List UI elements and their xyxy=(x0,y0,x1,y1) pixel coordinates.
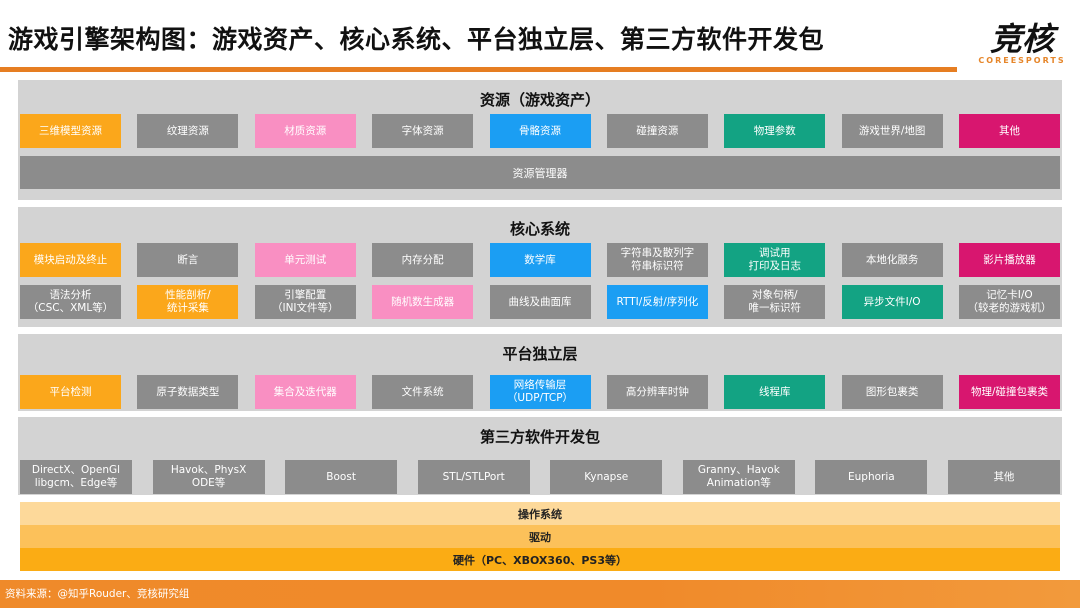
module-box: Boost xyxy=(285,460,398,494)
module-box: 引擎配置 （INI文件等） xyxy=(254,285,356,319)
module-box: 材质资源 xyxy=(254,114,356,148)
module-box: 性能剖析/ 统计采集 xyxy=(137,285,239,319)
core-row-2: 语法分析 （CSC、XML等） 性能剖析/ 统计采集引擎配置 （INI文件等） 随机… xyxy=(18,285,1062,319)
module-box: 原子数据类型 xyxy=(137,375,239,409)
core-title: 核心系统 xyxy=(509,220,570,238)
resources-row: 三维模型资源纹理资源材质资源字体资源骨骼资源碰撞资源物理参数游戏世界/地图其他 xyxy=(18,114,1062,148)
layer-driver: 驱动 xyxy=(20,525,1060,548)
module-box: 断言 xyxy=(137,243,239,277)
module-box: 字体资源 xyxy=(372,114,474,148)
module-box: RTTI/反射/序列化 xyxy=(606,285,708,319)
module-box: 数学库 xyxy=(489,243,591,277)
sdk-title: 第三方软件开发包 xyxy=(479,428,600,446)
source-footer: 资料来源：@知乎Rouder、竞核研究组 xyxy=(0,580,1080,608)
module-box: 平台检测 xyxy=(20,375,121,409)
logo: 竞核 COREESPORTS xyxy=(972,22,1072,65)
module-box: 线程库 xyxy=(724,375,826,409)
module-box: 物理参数 xyxy=(724,114,826,148)
module-box: 其他 xyxy=(947,460,1060,494)
module-box: 本地化服务 xyxy=(841,243,943,277)
module-box: 字符串及散列字 符串标识符 xyxy=(606,243,708,277)
platform-panel: 平台独立层 平台检测原子数据类型集合及迭代器文件系统网络传输层 （UDP/TCP… xyxy=(18,334,1062,411)
module-box: Granny、Havok Animation等 xyxy=(682,460,795,494)
module-box: 物理/碰撞包裹类 xyxy=(959,375,1060,409)
module-box: Euphoria xyxy=(815,460,928,494)
platform-row: 平台检测原子数据类型集合及迭代器文件系统网络传输层 （UDP/TCP） 高分辨率时… xyxy=(18,375,1062,409)
module-box: 对象句柄/ 唯一标识符 xyxy=(724,285,826,319)
module-box: 游戏世界/地图 xyxy=(841,114,943,148)
module-box: 模块启动及终止 xyxy=(20,243,121,277)
module-box: 网络传输层 （UDP/TCP） xyxy=(489,375,591,409)
layer-hardware: 硬件（PC、XBOX360、PS3等） xyxy=(20,548,1060,571)
sdk-panel: 第三方软件开发包 DirectX、OpenGl libgcm、Edge等 Havo… xyxy=(18,417,1062,495)
layer-os: 操作系统 xyxy=(20,502,1060,525)
module-box: 随机数生成器 xyxy=(372,285,474,319)
module-box: 碰撞资源 xyxy=(606,114,708,148)
module-box: 文件系统 xyxy=(372,375,474,409)
module-box: 内存分配 xyxy=(372,243,474,277)
module-box: 记忆卡I/O （较老的游戏机） xyxy=(959,285,1060,319)
sdk-row: DirectX、OpenGl libgcm、Edge等 Havok、PhysX O… xyxy=(18,460,1062,494)
module-box: 单元测试 xyxy=(254,243,356,277)
module-box: 纹理资源 xyxy=(137,114,239,148)
resource-manager: 资源管理器 xyxy=(20,156,1060,189)
module-box: 曲线及曲面库 xyxy=(489,285,591,319)
module-box: 高分辨率时钟 xyxy=(606,375,708,409)
module-box: 异步文件I/O xyxy=(841,285,943,319)
module-box: 图形包裹类 xyxy=(841,375,943,409)
module-box: 调试用 打印及日志 xyxy=(724,243,826,277)
resources-title: 资源（游戏资产） xyxy=(479,91,600,109)
module-box: DirectX、OpenGl libgcm、Edge等 xyxy=(20,460,132,494)
platform-title: 平台独立层 xyxy=(502,345,578,363)
module-box: Kynapse xyxy=(550,460,663,494)
logo-cn: 竞核 xyxy=(989,20,1054,58)
title-underline xyxy=(0,67,957,72)
page-title: 游戏引擎架构图：游戏资产、核心系统、平台独立层、第三方软件开发包 xyxy=(8,25,825,54)
core-panel: 核心系统 模块启动及终止断言单元测试内存分配数学库字符串及散列字 符串标识符调试… xyxy=(18,207,1062,327)
resources-panel: 资源（游戏资产） 三维模型资源纹理资源材质资源字体资源骨骼资源碰撞资源物理参数游… xyxy=(18,80,1062,200)
module-box: 三维模型资源 xyxy=(20,114,121,148)
logo-en: COREESPORTS xyxy=(978,56,1066,65)
module-box: 其他 xyxy=(959,114,1060,148)
module-box: 集合及迭代器 xyxy=(254,375,356,409)
core-row-1: 模块启动及终止断言单元测试内存分配数学库字符串及散列字 符串标识符调试用 打印及… xyxy=(18,243,1062,277)
module-box: Havok、PhysX ODE等 xyxy=(152,460,265,494)
module-box: 影片播放器 xyxy=(959,243,1060,277)
module-box: 语法分析 （CSC、XML等） xyxy=(20,285,121,319)
module-box: STL/STLPort xyxy=(417,460,530,494)
module-box: 骨骼资源 xyxy=(489,114,591,148)
